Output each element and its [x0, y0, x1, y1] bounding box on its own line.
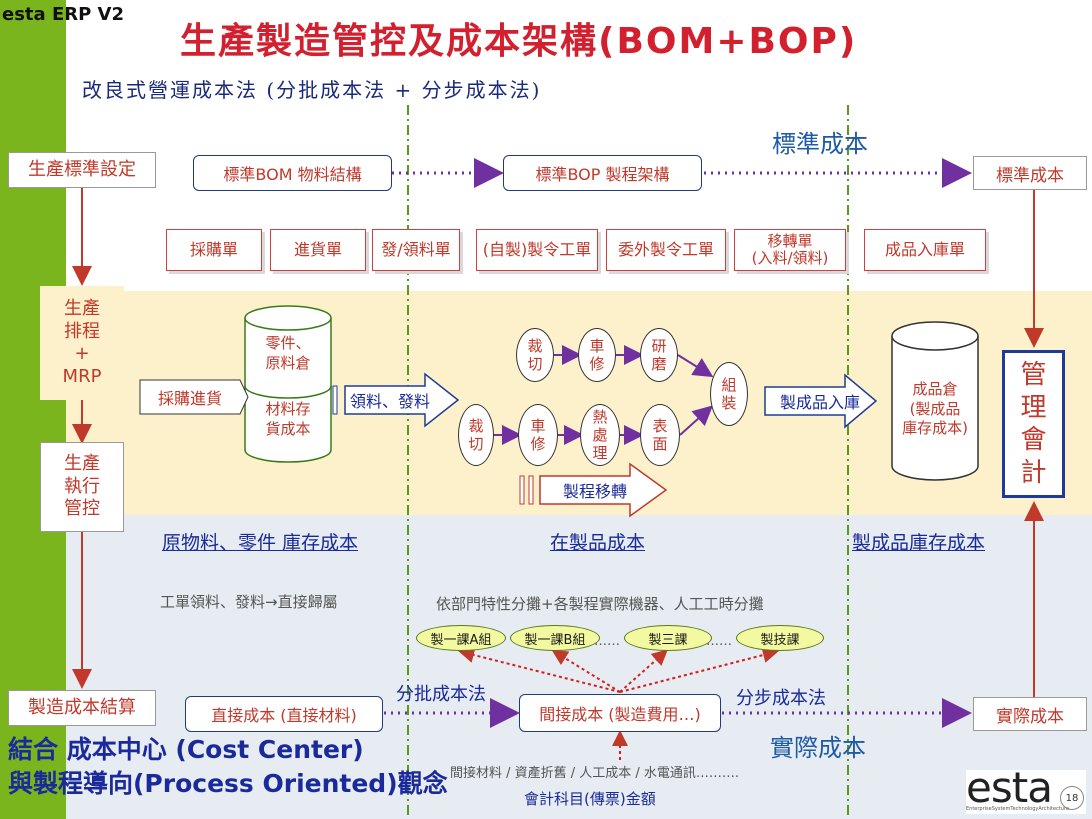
- brand-label: esta ERP V2: [2, 4, 125, 25]
- bop-box: 標準BOP 製程架構: [503, 155, 702, 191]
- logo-tagline: EnterpriseSystemTechnologyArchitecture: [966, 806, 1069, 812]
- dept-pill-3: 製三課: [624, 625, 712, 651]
- process-method-label: 分步成本法: [736, 688, 826, 709]
- standard-cost-box: 標準成本: [973, 156, 1087, 190]
- section-wip-label: 在製品成本: [550, 532, 646, 554]
- dept-ellipsis-2: ……: [706, 634, 732, 649]
- fg-warehouse-label: 成品倉 (製成品 庫存成本): [902, 380, 968, 437]
- material-cost-label: 材料存 貨成本: [265, 400, 311, 438]
- cost-settlement-box: 製造成本結算: [8, 690, 156, 726]
- process-node-heat-bottom: 熱 處 理: [580, 404, 620, 466]
- direct-note: 工單領料、發料→直接歸屬: [160, 593, 338, 611]
- dept-pill-1b: 製一課B組: [510, 625, 600, 651]
- section-raw-label: 原物料、零件 庫存成本: [162, 532, 359, 554]
- doc-work-order: (自製)製令工單: [476, 229, 598, 271]
- logo-area: esta EnterpriseSystemTechnologyArchitect…: [966, 763, 1086, 814]
- parts-warehouse-cylinder: [244, 305, 332, 463]
- mgmt-accounting-box: 管 理 會 計: [1002, 350, 1065, 498]
- doc-outsource-order: 委外製令工單: [606, 229, 726, 271]
- process-node-turn-top: 車 修: [578, 328, 616, 382]
- process-node-cut-bottom: 裁 切: [458, 404, 494, 466]
- section-fg-label: 製成品庫存成本: [852, 532, 986, 554]
- indirect-items-note: 間接材料 / 資產折舊 / 人工成本 / 水電通訊……….: [450, 766, 740, 781]
- allocation-note: 依部門特性分攤+各製程實際機器、人工工時分攤: [436, 595, 764, 613]
- fg-in-label: 製成品入庫: [779, 393, 860, 412]
- page-number: 18: [1060, 786, 1084, 810]
- footer-line-2: 與製程導向(Process Oriented)觀念: [8, 769, 448, 798]
- purchase-in-shape: [139, 379, 249, 415]
- purchase-in-label: 採購進貨: [157, 389, 222, 408]
- bom-box: 標準BOM 物料結構: [193, 155, 392, 191]
- process-node-cut-top: 裁 切: [516, 328, 554, 382]
- doc-fg-receipt: 成品入庫單: [864, 229, 986, 271]
- fg-in-arrow: [764, 373, 878, 429]
- dept-pill-1a: 製一課A組: [416, 625, 506, 651]
- standard-cost-heading: 標準成本: [772, 130, 868, 158]
- doc-transfer: 移轉單 (入料/領料): [734, 229, 846, 271]
- process-node-surface-bottom: 表 面: [640, 404, 680, 466]
- dept-ellipsis-1: ……: [594, 634, 620, 649]
- process-transfer-label: 製程移轉: [562, 482, 627, 501]
- process-node-assemble: 組 裝: [710, 362, 748, 426]
- doc-receiving: 進貨單: [270, 229, 366, 271]
- batch-method-label: 分批成本法: [396, 684, 486, 705]
- indirect-cost-box: 間接成本 (製造費用…): [519, 694, 721, 732]
- fg-warehouse-cylinder: [891, 321, 979, 481]
- left-green-bar: [0, 0, 66, 819]
- process-node-grind-top: 研 磨: [640, 328, 678, 382]
- account-source-note: 會計科目(傳票)金額: [524, 790, 656, 808]
- page-subtitle: 改良式營運成本法 (分批成本法 + 分步成本法): [82, 78, 542, 102]
- page-title: 生產製造管控及成本架構(BOM+BOP): [180, 21, 858, 62]
- parts-warehouse-label: 零件、 原料倉: [265, 334, 311, 372]
- doc-issue: 發/領料單: [372, 229, 460, 271]
- process-transfer-arrow: [539, 462, 668, 518]
- actual-cost-heading: 實際成本: [770, 734, 866, 762]
- dept-pill-tech: 製技課: [736, 625, 824, 651]
- process-node-turn-bottom: 車 修: [518, 404, 558, 466]
- scheduling-box: 生產 排程 + MRP: [40, 286, 124, 400]
- doc-purchase-order: 採購單: [166, 229, 262, 271]
- direct-cost-box: 直接成本 (直接材料): [185, 696, 383, 732]
- footer-line-1: 結合 成本中心 (Cost Center): [8, 735, 364, 764]
- esta-logo: esta: [966, 763, 1053, 812]
- issue-material-arrow: [344, 372, 460, 428]
- actual-cost-box: 實際成本: [973, 697, 1087, 731]
- execution-box: 生產 執行 管控: [40, 442, 124, 532]
- standard-setting-box: 生產標準設定: [8, 152, 156, 188]
- issue-material-label: 領料、發料: [349, 392, 430, 411]
